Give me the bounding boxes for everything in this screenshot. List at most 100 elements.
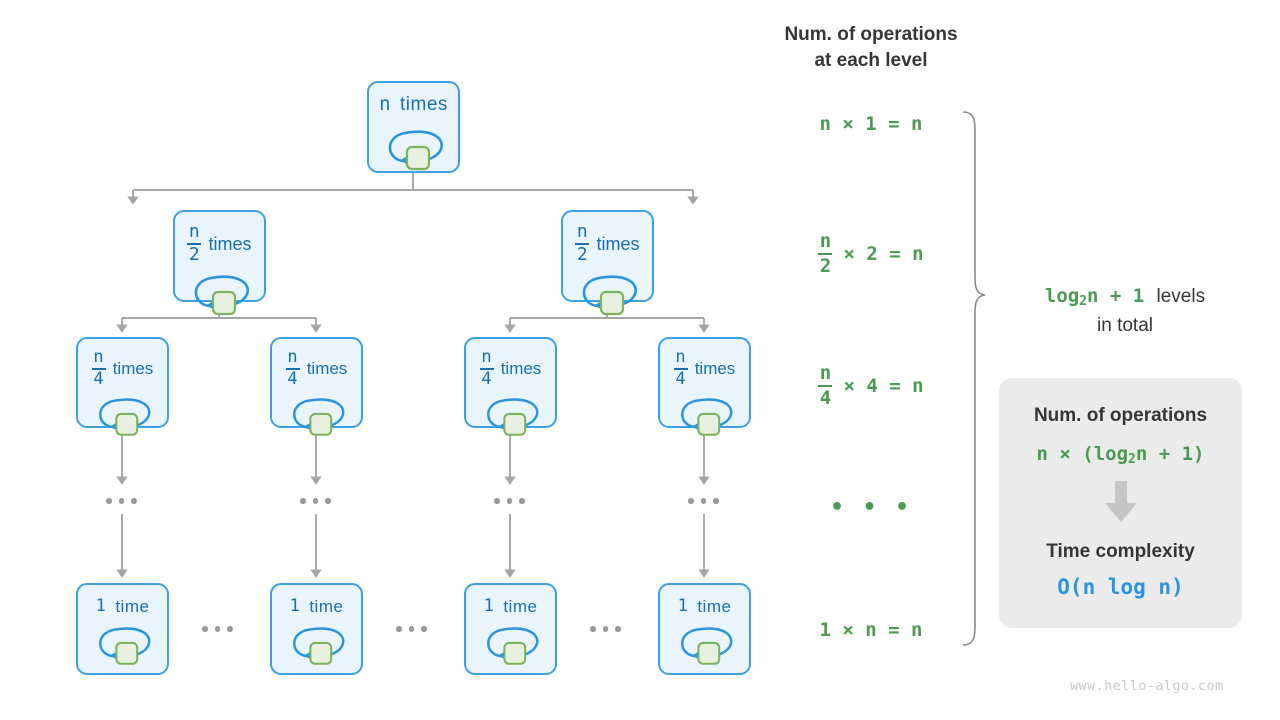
node-count-unit: time <box>309 597 344 616</box>
fraction-bar <box>91 367 106 370</box>
tree-node-level4: 1 time <box>270 583 363 675</box>
fraction-denominator: 2 <box>819 254 832 277</box>
node-label: n times <box>379 93 448 115</box>
fraction-bar <box>479 367 494 370</box>
fraction: n 2 <box>187 223 202 266</box>
node-label: n 4 times <box>285 347 348 390</box>
log-base: 2 <box>1128 452 1136 468</box>
operations-value: 1 × n = n <box>819 618 923 641</box>
header-line-2: at each level <box>814 49 928 71</box>
card-complexity-title: Time complexity <box>1046 541 1195 563</box>
fraction: n 4 <box>285 347 300 390</box>
node-count-value: 1 <box>95 596 107 616</box>
horizontal-ellipsis <box>202 626 233 632</box>
vertical-ellipsis <box>106 498 137 504</box>
fraction-denominator: 4 <box>93 369 105 390</box>
vertical-ellipsis <box>688 498 719 504</box>
tree-node-level2: n 2 times <box>561 210 654 316</box>
fraction: n 4 <box>818 364 833 409</box>
levels-line-2: in total <box>1097 314 1153 336</box>
loop-icon <box>183 270 257 316</box>
operations-value: n × 1 = n <box>819 112 923 135</box>
fraction-bar <box>285 367 300 370</box>
ellipsis-value: • • • <box>830 495 912 520</box>
card-complexity-value: O(n log n) <box>1057 575 1184 600</box>
levels-brace <box>962 111 986 646</box>
fraction: n 2 <box>575 223 590 266</box>
loop-icon <box>571 270 645 316</box>
node-label: 1 time <box>95 596 150 616</box>
node-label: 1 time <box>289 596 344 616</box>
fraction-numerator: n <box>287 347 299 367</box>
operations-value: × 4 = n <box>843 374 924 397</box>
log-base: 2 <box>1079 294 1088 310</box>
site-watermark: www.hello-algo.com <box>1070 678 1224 694</box>
node-label: n 2 times <box>575 223 640 266</box>
fraction-denominator: 2 <box>576 244 589 266</box>
fraction-numerator: n <box>93 347 105 367</box>
node-label: n 2 times <box>187 223 252 266</box>
node-count-unit: times <box>112 359 154 379</box>
total-levels-note: log2n + 1 levels in total <box>1010 283 1240 340</box>
tree-node-level3: n 4 times <box>658 337 751 436</box>
node-count-value: n <box>379 93 392 115</box>
fraction-denominator: 4 <box>819 386 832 409</box>
operations-row-ellipsis: • • • <box>786 494 956 522</box>
fraction-bar <box>673 367 688 370</box>
fraction-numerator: n <box>675 347 687 367</box>
operations-row-level4: 1 × n = n <box>786 616 956 644</box>
fraction: n 4 <box>673 347 688 390</box>
fraction-denominator: 4 <box>481 369 493 390</box>
loop-icon <box>282 622 352 665</box>
node-count-unit: time <box>115 597 150 616</box>
node-label: n 4 times <box>479 349 541 390</box>
tree-node-level3: n 4 times <box>76 337 169 436</box>
operations-row-level2: n 2 × 2 = n <box>786 232 956 276</box>
loop-icon <box>377 125 451 171</box>
levels-word: levels <box>1156 286 1206 307</box>
node-label: 1 time <box>678 597 732 616</box>
tree-node-level2: n 2 times <box>173 210 266 316</box>
tree-node-level4: 1 time <box>76 583 169 675</box>
node-count-unit: times <box>596 233 640 254</box>
fraction: n 4 <box>479 349 494 390</box>
loop-icon <box>476 393 546 436</box>
fraction-numerator: n <box>819 230 832 253</box>
fraction: n 4 <box>91 347 106 390</box>
fraction-denominator: 4 <box>675 369 687 390</box>
fraction-bar <box>575 242 590 245</box>
down-arrow-icon <box>1103 481 1139 528</box>
fraction-denominator: 4 <box>287 369 299 390</box>
summary-card: Num. of operations n × (log2n + 1) Time … <box>999 378 1242 628</box>
operations-row-level1: n × 1 = n <box>786 110 956 138</box>
node-count-unit: times <box>694 359 736 379</box>
levels-formula: log2n + 1 <box>1044 285 1145 310</box>
node-count-value: 1 <box>289 596 301 616</box>
fraction: n 2 <box>818 230 833 277</box>
tree-node-level4: 1 time <box>658 583 751 675</box>
tree-node-level3: n 4 times <box>270 337 363 436</box>
fraction-denominator: 2 <box>188 244 201 266</box>
header-line-1: Num. of operations <box>784 24 958 45</box>
vertical-ellipsis <box>300 498 331 504</box>
node-label: n 4 times <box>91 347 154 390</box>
horizontal-ellipsis <box>396 626 427 632</box>
node-count-unit: times <box>208 233 252 254</box>
card-operations-formula: n × (log2n + 1) <box>1036 443 1205 468</box>
operations-row-level3: n 4 × 4 = n <box>786 364 956 408</box>
vertical-ellipsis <box>494 498 525 504</box>
node-count-unit: times <box>306 359 348 379</box>
loop-icon <box>670 622 740 665</box>
fraction-bar <box>818 384 833 388</box>
operations-column-header: Num. of operations at each level <box>746 22 996 73</box>
tree-node-level1: n times <box>367 81 460 173</box>
node-count-value: 1 <box>483 596 495 616</box>
levels-line-1: log2n + 1 levels <box>1010 283 1240 312</box>
loop-icon <box>476 622 546 665</box>
node-count-unit: time <box>697 597 732 616</box>
tree-node-level3: n 4 times <box>464 337 557 436</box>
loop-icon <box>670 393 740 436</box>
card-operations-title: Num. of operations <box>1033 405 1208 426</box>
